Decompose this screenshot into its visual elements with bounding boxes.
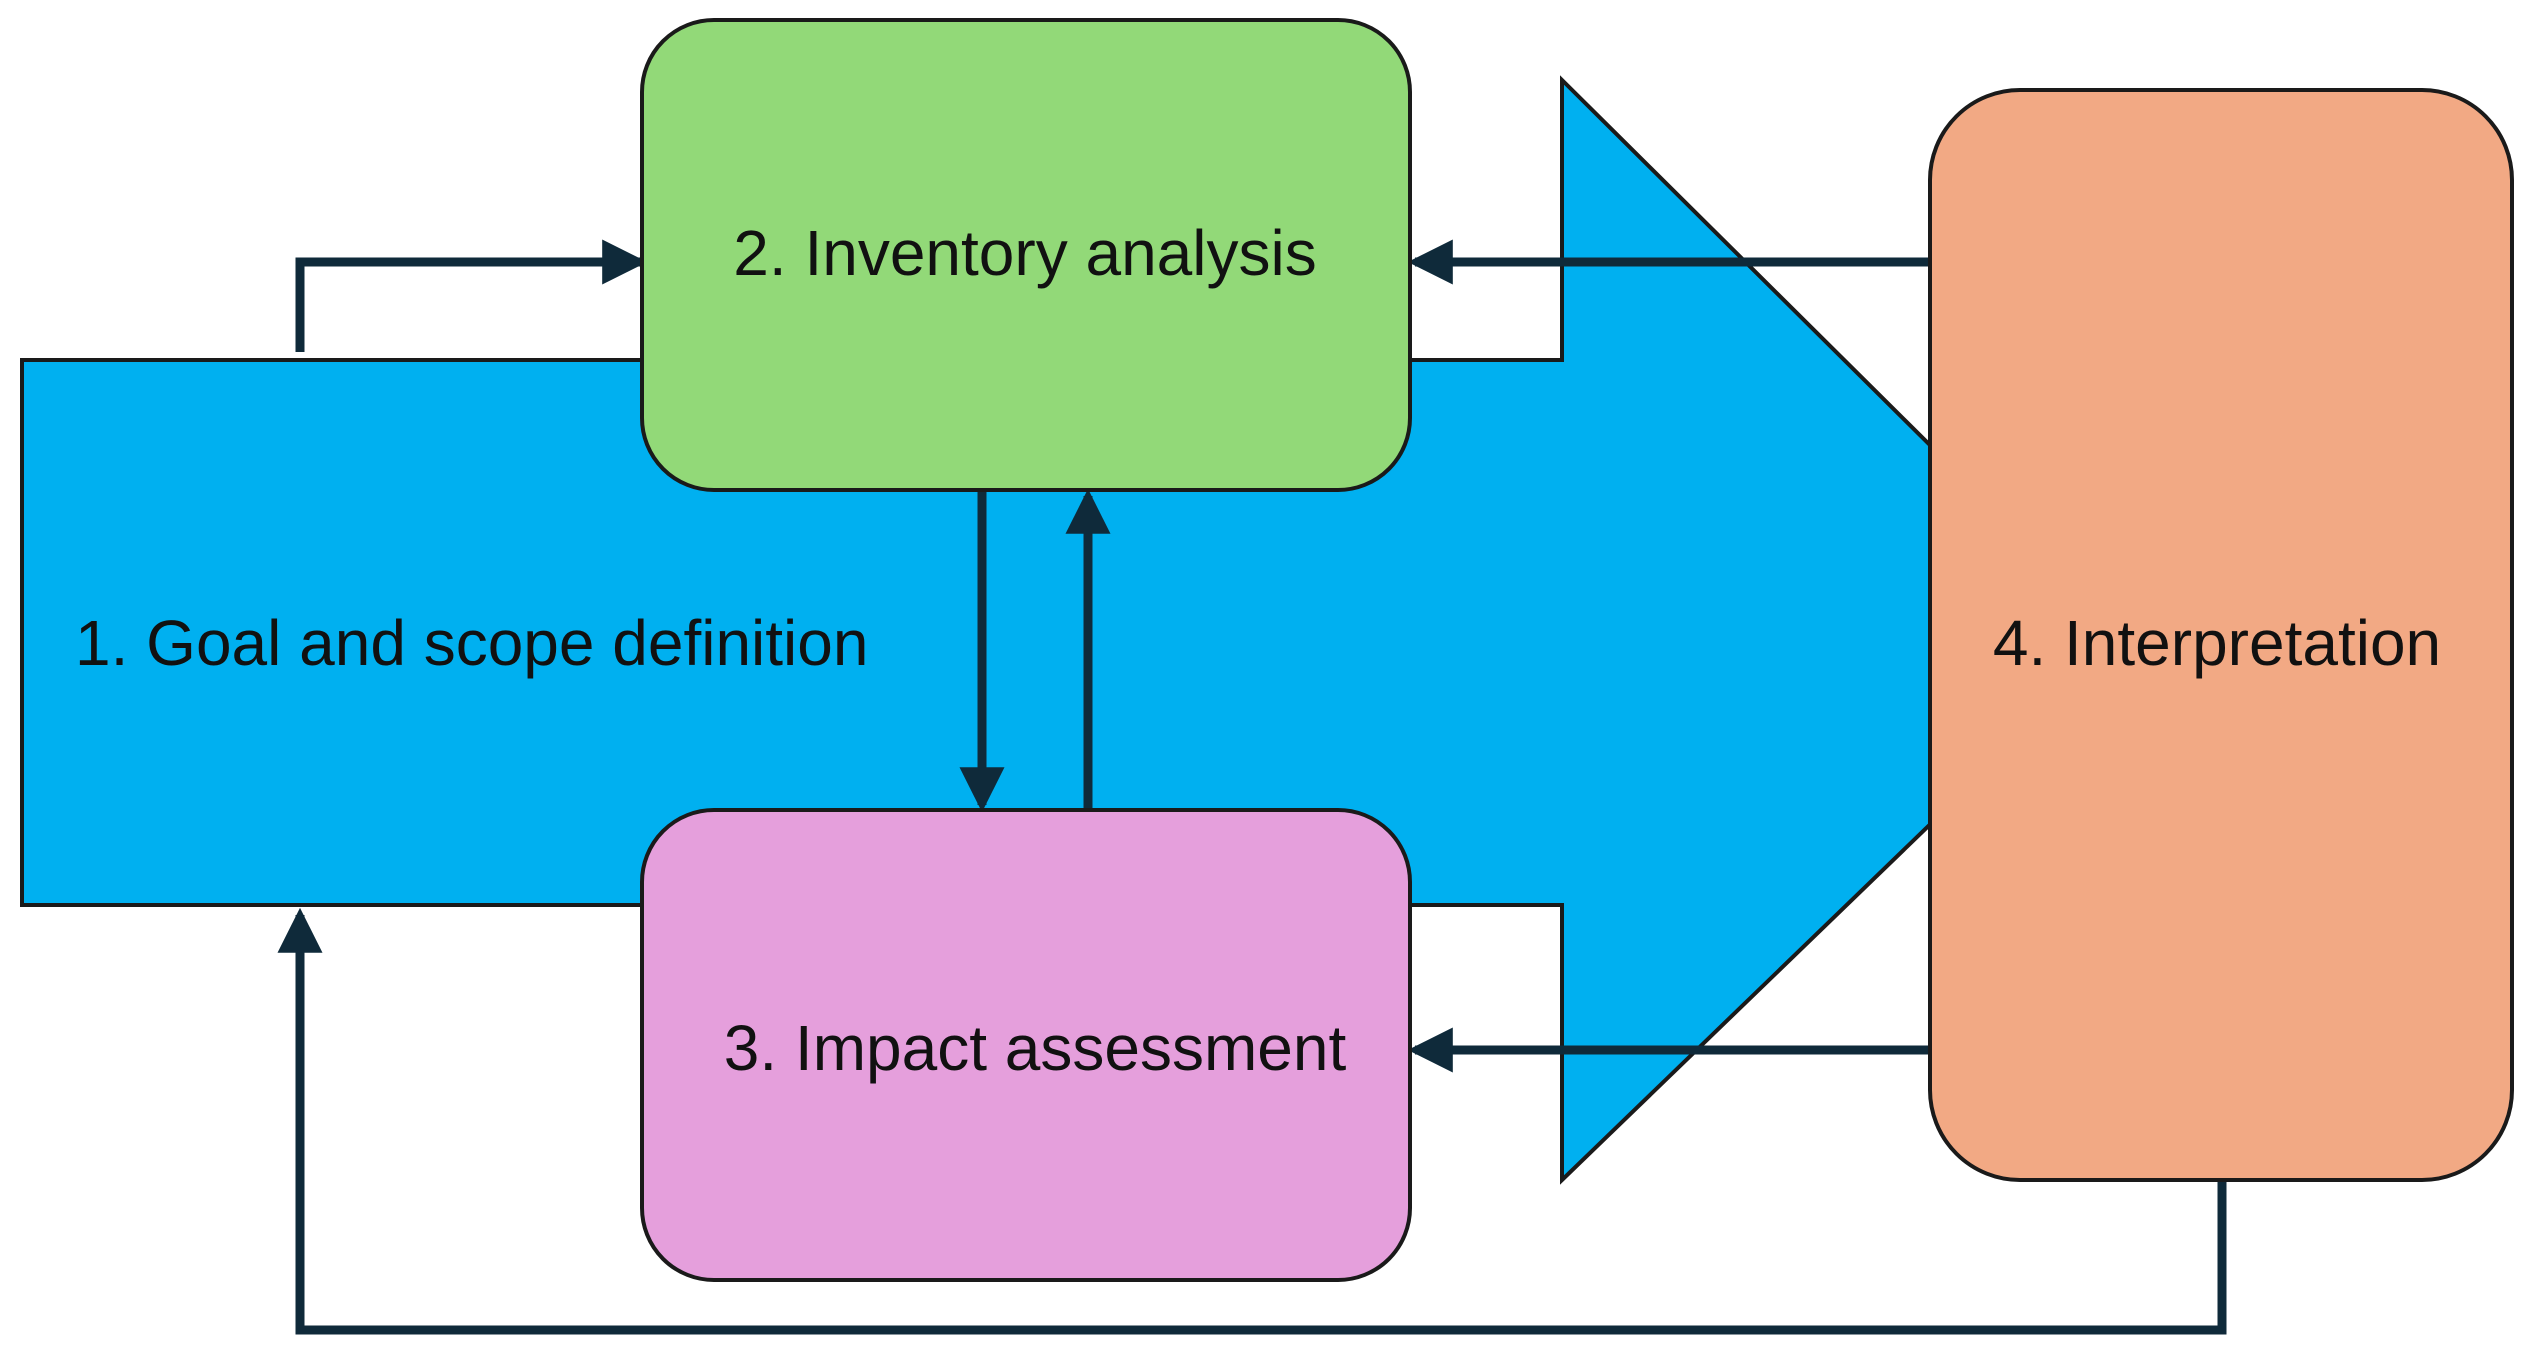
impact-assessment-box bbox=[640, 808, 1412, 1282]
interpretation-box bbox=[1928, 88, 2514, 1182]
impact-assessment-label: 3. Impact assessment bbox=[724, 1012, 1347, 1084]
inventory-analysis-label: 2. Inventory analysis bbox=[733, 217, 1316, 289]
arrow-goal-to-inventory bbox=[295, 239, 648, 352]
goal-and-scope-label: 1. Goal and scope definition bbox=[75, 607, 868, 679]
inventory-analysis-box bbox=[640, 18, 1412, 492]
interpretation-label: 4. Interpretation bbox=[1993, 607, 2441, 679]
arrow-interpretation-to-goal bbox=[277, 907, 2227, 1335]
